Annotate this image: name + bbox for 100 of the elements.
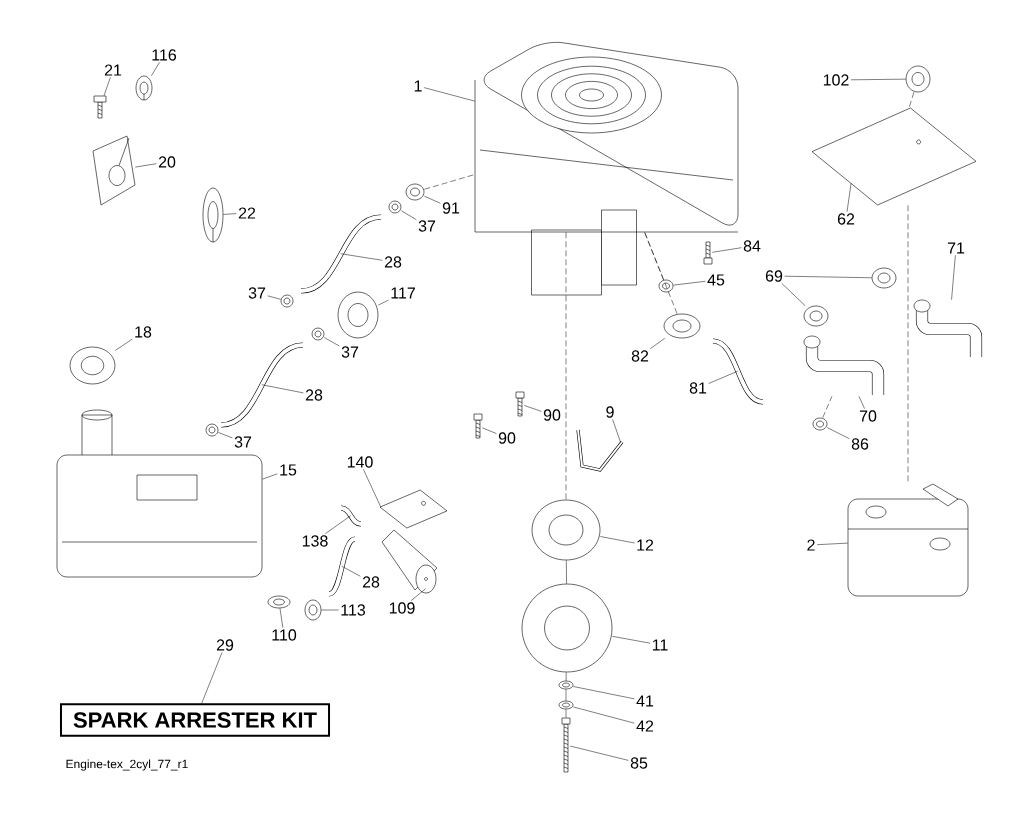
leader-line (410, 588, 426, 601)
leader-line (600, 536, 635, 544)
leader-line (267, 295, 281, 300)
leader-line (858, 396, 865, 409)
heat-shield-drawing (811, 107, 977, 206)
clamp-drawing (311, 327, 325, 341)
callout-number: 11 (652, 639, 668, 651)
exhaust-pipe-drawing (913, 299, 983, 357)
valve-drawing (337, 291, 379, 339)
leader-line (573, 686, 635, 700)
leader-line (482, 427, 497, 434)
bolt-drawing (561, 717, 571, 773)
callout-number: 28 (362, 576, 380, 588)
alignment-line (907, 205, 909, 484)
leader-line (325, 515, 351, 534)
pin-drawing (267, 595, 291, 609)
leader-line (612, 419, 621, 443)
callout-number: 86 (851, 438, 869, 450)
canister-drawing (381, 529, 438, 594)
callout-number: 15 (280, 464, 297, 476)
leader-line (650, 338, 666, 349)
clamp-drawing (388, 200, 402, 214)
callout-number: 82 (631, 350, 649, 362)
hose-drawing (328, 536, 356, 597)
knob-drawing (135, 75, 153, 101)
leader-line (401, 210, 417, 220)
axis-line (565, 689, 567, 701)
leader-line (201, 652, 223, 704)
nut-drawing (812, 417, 828, 431)
callout-number: 71 (947, 242, 965, 254)
callout-number: 45 (707, 274, 725, 286)
callout-number: 81 (689, 382, 707, 394)
callout-number: 90 (498, 432, 516, 444)
hose-drawing (712, 338, 764, 405)
leader-line (673, 281, 706, 286)
callout-number: 140 (347, 456, 373, 468)
fitting-drawing (663, 313, 701, 339)
washer-drawing (558, 700, 574, 710)
leader-line (261, 384, 304, 394)
callout-number: 91 (442, 202, 460, 214)
axis-line (566, 560, 567, 584)
hose-drawing (220, 342, 304, 428)
callout-number: 117 (391, 287, 415, 299)
alignment-line (644, 232, 664, 280)
throttle-control-drawing (92, 135, 136, 206)
callout-number: 29 (216, 639, 234, 651)
plunger-drawing (202, 187, 224, 243)
bolt-drawing (515, 391, 525, 417)
callout-number: 102 (823, 74, 849, 86)
callout-number: 84 (743, 240, 761, 252)
drawing-id: Engine-tex_2cyl_77_r1 (66, 759, 188, 771)
callout-number: 18 (135, 326, 152, 338)
pulley-drawing (531, 499, 601, 561)
alignment-line (908, 92, 915, 108)
leader-line (363, 469, 381, 508)
leader-line (612, 636, 651, 644)
leader-line (115, 338, 133, 351)
leader-line (573, 706, 635, 724)
gasket-drawing (803, 305, 829, 327)
leader-line (424, 195, 441, 204)
callout-number: 37 (418, 220, 436, 232)
clutch-drawing (521, 583, 613, 673)
callout-number: 110 (272, 629, 297, 641)
leader-line (341, 565, 361, 577)
leader-line (218, 432, 233, 439)
bolt-drawing (93, 95, 107, 119)
callout-number: 41 (636, 695, 654, 707)
bolt-drawing (703, 241, 713, 265)
leader-line (524, 405, 542, 412)
leader-line (262, 473, 278, 480)
leader-line (781, 283, 806, 306)
callout-number: 70 (859, 410, 877, 422)
muffler-drawing (847, 483, 969, 597)
callout-number: 109 (389, 602, 415, 614)
leader-line (784, 275, 872, 279)
callout-number: 22 (238, 207, 256, 219)
clamp-drawing (205, 423, 219, 437)
callout-number: 1 (414, 80, 422, 92)
callout-number: 28 (384, 256, 402, 268)
clamp-drawing (280, 294, 294, 308)
nut-drawing (658, 279, 674, 293)
wire-bracket-drawing (576, 429, 624, 472)
leader-line (321, 609, 339, 611)
callout-number: 62 (837, 213, 855, 225)
axis-line (565, 709, 567, 718)
callout-number: 42 (636, 720, 654, 732)
knob-drawing (905, 65, 931, 93)
leader-line (103, 77, 111, 96)
leader-line (151, 62, 160, 76)
callout-number: 85 (630, 757, 648, 769)
leader-line (340, 253, 383, 261)
hose-drawing (340, 505, 362, 527)
callout-number: 37 (234, 436, 252, 448)
callout-number: 138 (302, 535, 328, 547)
callout-number: 12 (637, 539, 654, 551)
exhaust-pipe-drawing (803, 335, 885, 395)
gasket-drawing (871, 267, 897, 289)
fitting-drawing (405, 183, 425, 201)
callout-number: 9 (606, 406, 614, 418)
leader-line (279, 608, 284, 628)
